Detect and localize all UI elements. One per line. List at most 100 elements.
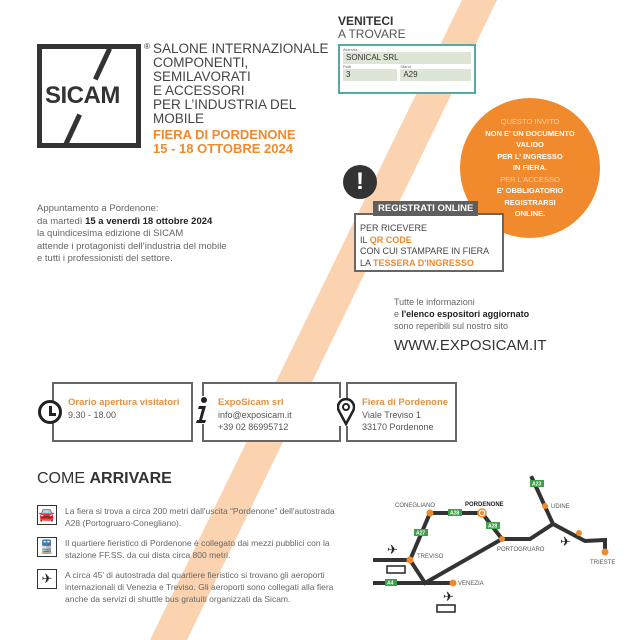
directions-text: La fiera si trova a circa 200 metri dall… xyxy=(65,506,335,528)
register-line: PER RICEVERE xyxy=(360,223,428,233)
highway-line xyxy=(373,511,607,562)
plane-directions: ✈ A circa 45' di autostrada dal quartiere… xyxy=(37,569,347,605)
airplane-icon: ✈ xyxy=(560,534,571,549)
city-dot xyxy=(576,530,582,536)
registered-mark: ® xyxy=(144,42,150,51)
subtitle-line: E ACCESSORI xyxy=(153,83,245,98)
road-label: A4 xyxy=(387,581,394,587)
city-label: TRIESTE xyxy=(590,560,615,566)
company-label: Azienda xyxy=(343,47,358,52)
intro-line: attende i protagonisti dell’industria de… xyxy=(37,240,227,252)
pad-label: Padi xyxy=(343,64,352,69)
website-link[interactable]: WWW.EXPOSICAM.IT xyxy=(394,337,547,354)
info-bold: l'elenco espositori aggiornato xyxy=(401,309,530,319)
company-field: SONICAL SRL xyxy=(343,52,471,64)
highway-line xyxy=(407,536,505,586)
city-label: CONEGLIANO xyxy=(395,503,435,509)
register-text: LA xyxy=(360,257,374,268)
road-label: A27 xyxy=(416,531,425,537)
stand-field: A29 xyxy=(400,69,471,81)
card-line: 9.30 - 18.00 xyxy=(68,410,117,420)
logo-text: SICAM xyxy=(45,82,120,109)
city-label: TREVISO xyxy=(417,554,444,560)
notice-line: PER L'ACCESSO xyxy=(500,174,560,184)
city-label: PORTOGRUARO xyxy=(497,547,545,553)
city-dot xyxy=(542,503,548,509)
event-info: FIERA DI PORDENONE 15 - 18 OTTOBRE 2024 xyxy=(153,128,296,156)
train-icon: 🚆 xyxy=(37,537,57,557)
intro-text: Appuntamento a Pordenone: da martedì 15 … xyxy=(37,203,227,266)
card-title: ExpoSicam srl xyxy=(218,397,284,408)
notice-line: E' OBBLIGATORIO xyxy=(496,186,564,195)
exclamation-icon: ! xyxy=(343,165,377,199)
notice-line: VALIDO xyxy=(516,140,544,149)
intro-line: e tutti i professionisti del settore. xyxy=(37,253,173,264)
intro-text-part: da martedì xyxy=(37,215,86,227)
title-bold: ARRIVARE xyxy=(89,470,172,487)
directions-list: 🚘La fiera si trova a circa 200 metri dal… xyxy=(37,505,347,605)
directions-text: Il quartiere fieristico di Pordenone è c… xyxy=(65,538,330,560)
register-line: IL QR CODE xyxy=(360,235,498,247)
road-label: A23 xyxy=(532,482,541,488)
city-dot xyxy=(406,556,414,564)
register-online-box: PER RICEVERE IL QR CODE CON CUI STAMPARE… xyxy=(354,213,504,272)
bus-icon xyxy=(436,604,456,613)
title-part: COME xyxy=(37,470,90,487)
intro-line: da martedì 15 a venerdì 18 ottobre 2024 xyxy=(37,216,227,229)
city-label: VENEZIA xyxy=(458,581,484,587)
event-subtitle: SALONE INTERNAZIONALE COMPONENTI, SEMILA… xyxy=(153,42,329,126)
intro-line: Appuntamento a Pordenone: xyxy=(37,203,159,214)
clock-icon xyxy=(38,400,62,424)
invitation-notice-badge: QUESTO INVITO NON E' UN DOCUMENTO VALIDO… xyxy=(460,98,600,238)
city-dot xyxy=(449,579,457,587)
road-label: A28 xyxy=(450,511,459,517)
subtitle-line: COMPONENTI, xyxy=(153,55,249,70)
card-line: Viale Treviso 1 xyxy=(362,410,421,420)
airplane-icon: ✈ xyxy=(443,589,454,604)
notice-line: NON E' UN DOCUMENTO xyxy=(485,128,575,138)
notice-line: PER L' INGRESSO xyxy=(497,151,563,161)
sicam-logo: SICAM xyxy=(37,44,141,148)
card-title: Fiera di Pordenone xyxy=(362,397,449,408)
notice-line: ONLINE. xyxy=(514,209,546,218)
how-to-arrive-title: COME ARRIVARE xyxy=(37,470,172,488)
visit-subtitle: A TROVARE xyxy=(338,27,406,41)
city-label: PORDENONE xyxy=(465,502,504,508)
train-directions: 🚆 Il quartiere fieristico di Pordenone è … xyxy=(37,537,347,561)
bus-icon xyxy=(386,565,406,574)
stand-label: Stand xyxy=(400,64,411,69)
event-venue: FIERA DI PORDENONE xyxy=(153,127,296,142)
directions-text: A circa 45' di autostrada dal quartiere … xyxy=(65,570,334,604)
logo-slash xyxy=(93,49,112,81)
city-label: UDINE xyxy=(551,504,570,510)
register-text: IL xyxy=(360,234,370,245)
email-link[interactable]: info@exposicam.it xyxy=(218,410,292,420)
pad-field: 3 xyxy=(343,69,398,81)
road-label: A28 xyxy=(488,524,497,530)
location-pin-icon xyxy=(337,398,355,426)
info-text-part: e xyxy=(394,309,402,319)
qr-code-highlight: QR CODE xyxy=(369,234,412,245)
route-map: CONEGLIANO PORDENONE UDINE TREVISO PORTO… xyxy=(373,475,615,613)
register-online-tag: REGISTRATI ONLINE xyxy=(373,201,479,216)
info-icon xyxy=(194,396,210,424)
event-dates: 15 - 18 OTTOBRE 2024 xyxy=(153,141,293,156)
register-line: CON CUI STAMPARE IN FIERA xyxy=(360,246,490,256)
notice-line: QUESTO INVITO xyxy=(500,117,560,126)
subtitle-line: SALONE INTERNAZIONALE xyxy=(153,41,329,56)
card-title: Orario apertura visitatori xyxy=(68,397,180,408)
city-dot xyxy=(426,509,434,517)
visit-us-heading: VENITECI A TROVARE xyxy=(338,14,406,41)
subtitle-line: SEMILAVORATI xyxy=(153,69,251,84)
car-directions: 🚘La fiera si trova a circa 200 metri dal… xyxy=(37,505,347,529)
airplane-icon: ✈ xyxy=(37,569,57,589)
info-line: e l'elenco espositori aggiornato xyxy=(394,308,529,320)
info-text: Tutte le informazioni e l'elenco esposit… xyxy=(394,296,529,332)
intro-dates: 15 a venerdì 18 ottobre 2024 xyxy=(85,215,213,227)
visit-title: VENITECI xyxy=(338,14,394,28)
city-dot xyxy=(499,536,505,542)
airplane-icon: ✈ xyxy=(387,542,398,557)
opening-hours-card: Orario apertura visitatori 9.30 - 18.00 xyxy=(52,382,193,442)
